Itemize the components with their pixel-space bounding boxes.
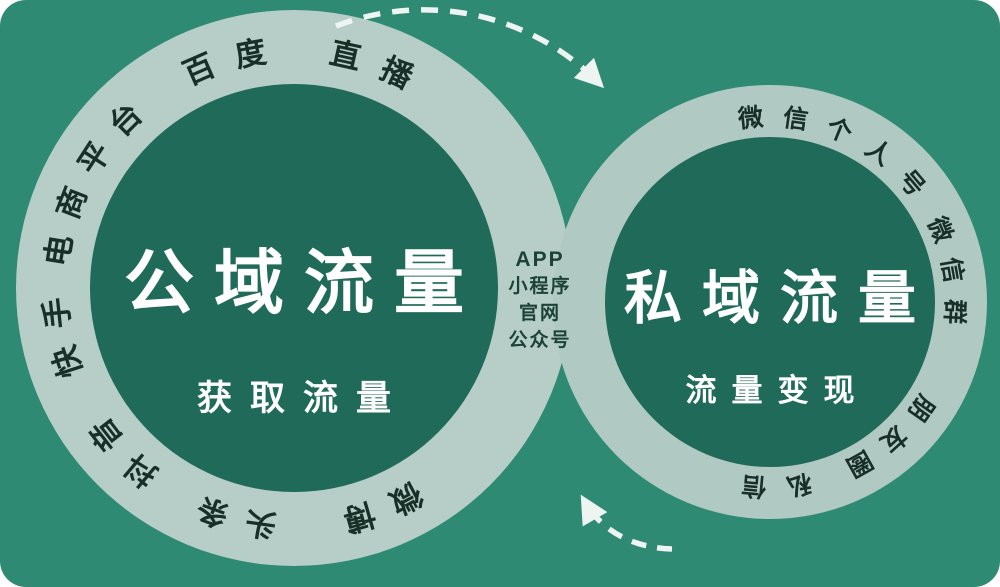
ring-label-char: 头 [243,504,279,544]
private-traffic-labels: 私域流量 流量变现 [604,251,936,410]
ring-label-char: 商 [49,181,94,224]
ring-label-char: 快 [46,341,90,382]
ring-label-char: 号 [892,164,931,202]
public-traffic-title: 公域流量 [124,244,484,322]
ring-label-char: 播 [374,50,418,96]
public-traffic-inner-circle: 公域流量 获取流量 [90,84,498,492]
ring-label-char: 微 [383,475,428,521]
connector-line: 公众号 [508,330,572,351]
ring-label-char: 平 [71,135,118,181]
private-traffic-title: 私域流量 [624,265,937,331]
ring-label-char: 条 [192,489,234,534]
ring-label-char: 台 [102,96,150,144]
ring-label-char: 百 [177,47,221,92]
connector-line: 官网 [518,303,561,324]
ring-label-char: 博 [339,495,380,538]
ring-label-char: 信 [740,470,768,501]
private-traffic-circle: 私域流量 流量变现 微信个人号微信群朋友圈私信 [553,85,987,519]
ring-label-char: 手 [38,295,77,331]
ring-label-char: 群 [939,298,969,325]
private-traffic-subtitle: 流量变现 [685,372,870,408]
ring-label-char: 电 [39,232,79,269]
public-traffic-subtitle: 获取流量 [196,379,409,418]
connector-line: 小程序 [508,276,572,297]
ring-label-char: 信 [935,255,968,285]
public-traffic-circle: 公域流量 获取流量 百度直播电商平台快手抖音头条微博 [16,10,572,566]
ring-label-char: 直 [326,35,365,77]
connector-channels: APP 小程序官网公众号 [498,246,582,354]
ring-label-char: 个 [822,113,856,149]
ring-label-char: 圈 [841,445,878,482]
flow-arrow-bottom [580,494,673,552]
public-traffic-labels: 公域流量 获取流量 [104,227,484,421]
private-traffic-inner-circle: 私域流量 流量变现 [605,137,935,467]
ring-label-char: 微 [922,212,958,247]
ring-label-char: 度 [232,33,270,75]
ring-label-char: 微 [736,103,765,134]
ring-label-char: 抖 [117,446,165,494]
connector-line: APP [515,248,565,271]
ring-label-char: 信 [781,103,811,135]
ring-label-char: 人 [860,134,897,172]
ring-label-char: 私 [784,468,814,501]
ring-label-char: 友 [874,420,913,458]
